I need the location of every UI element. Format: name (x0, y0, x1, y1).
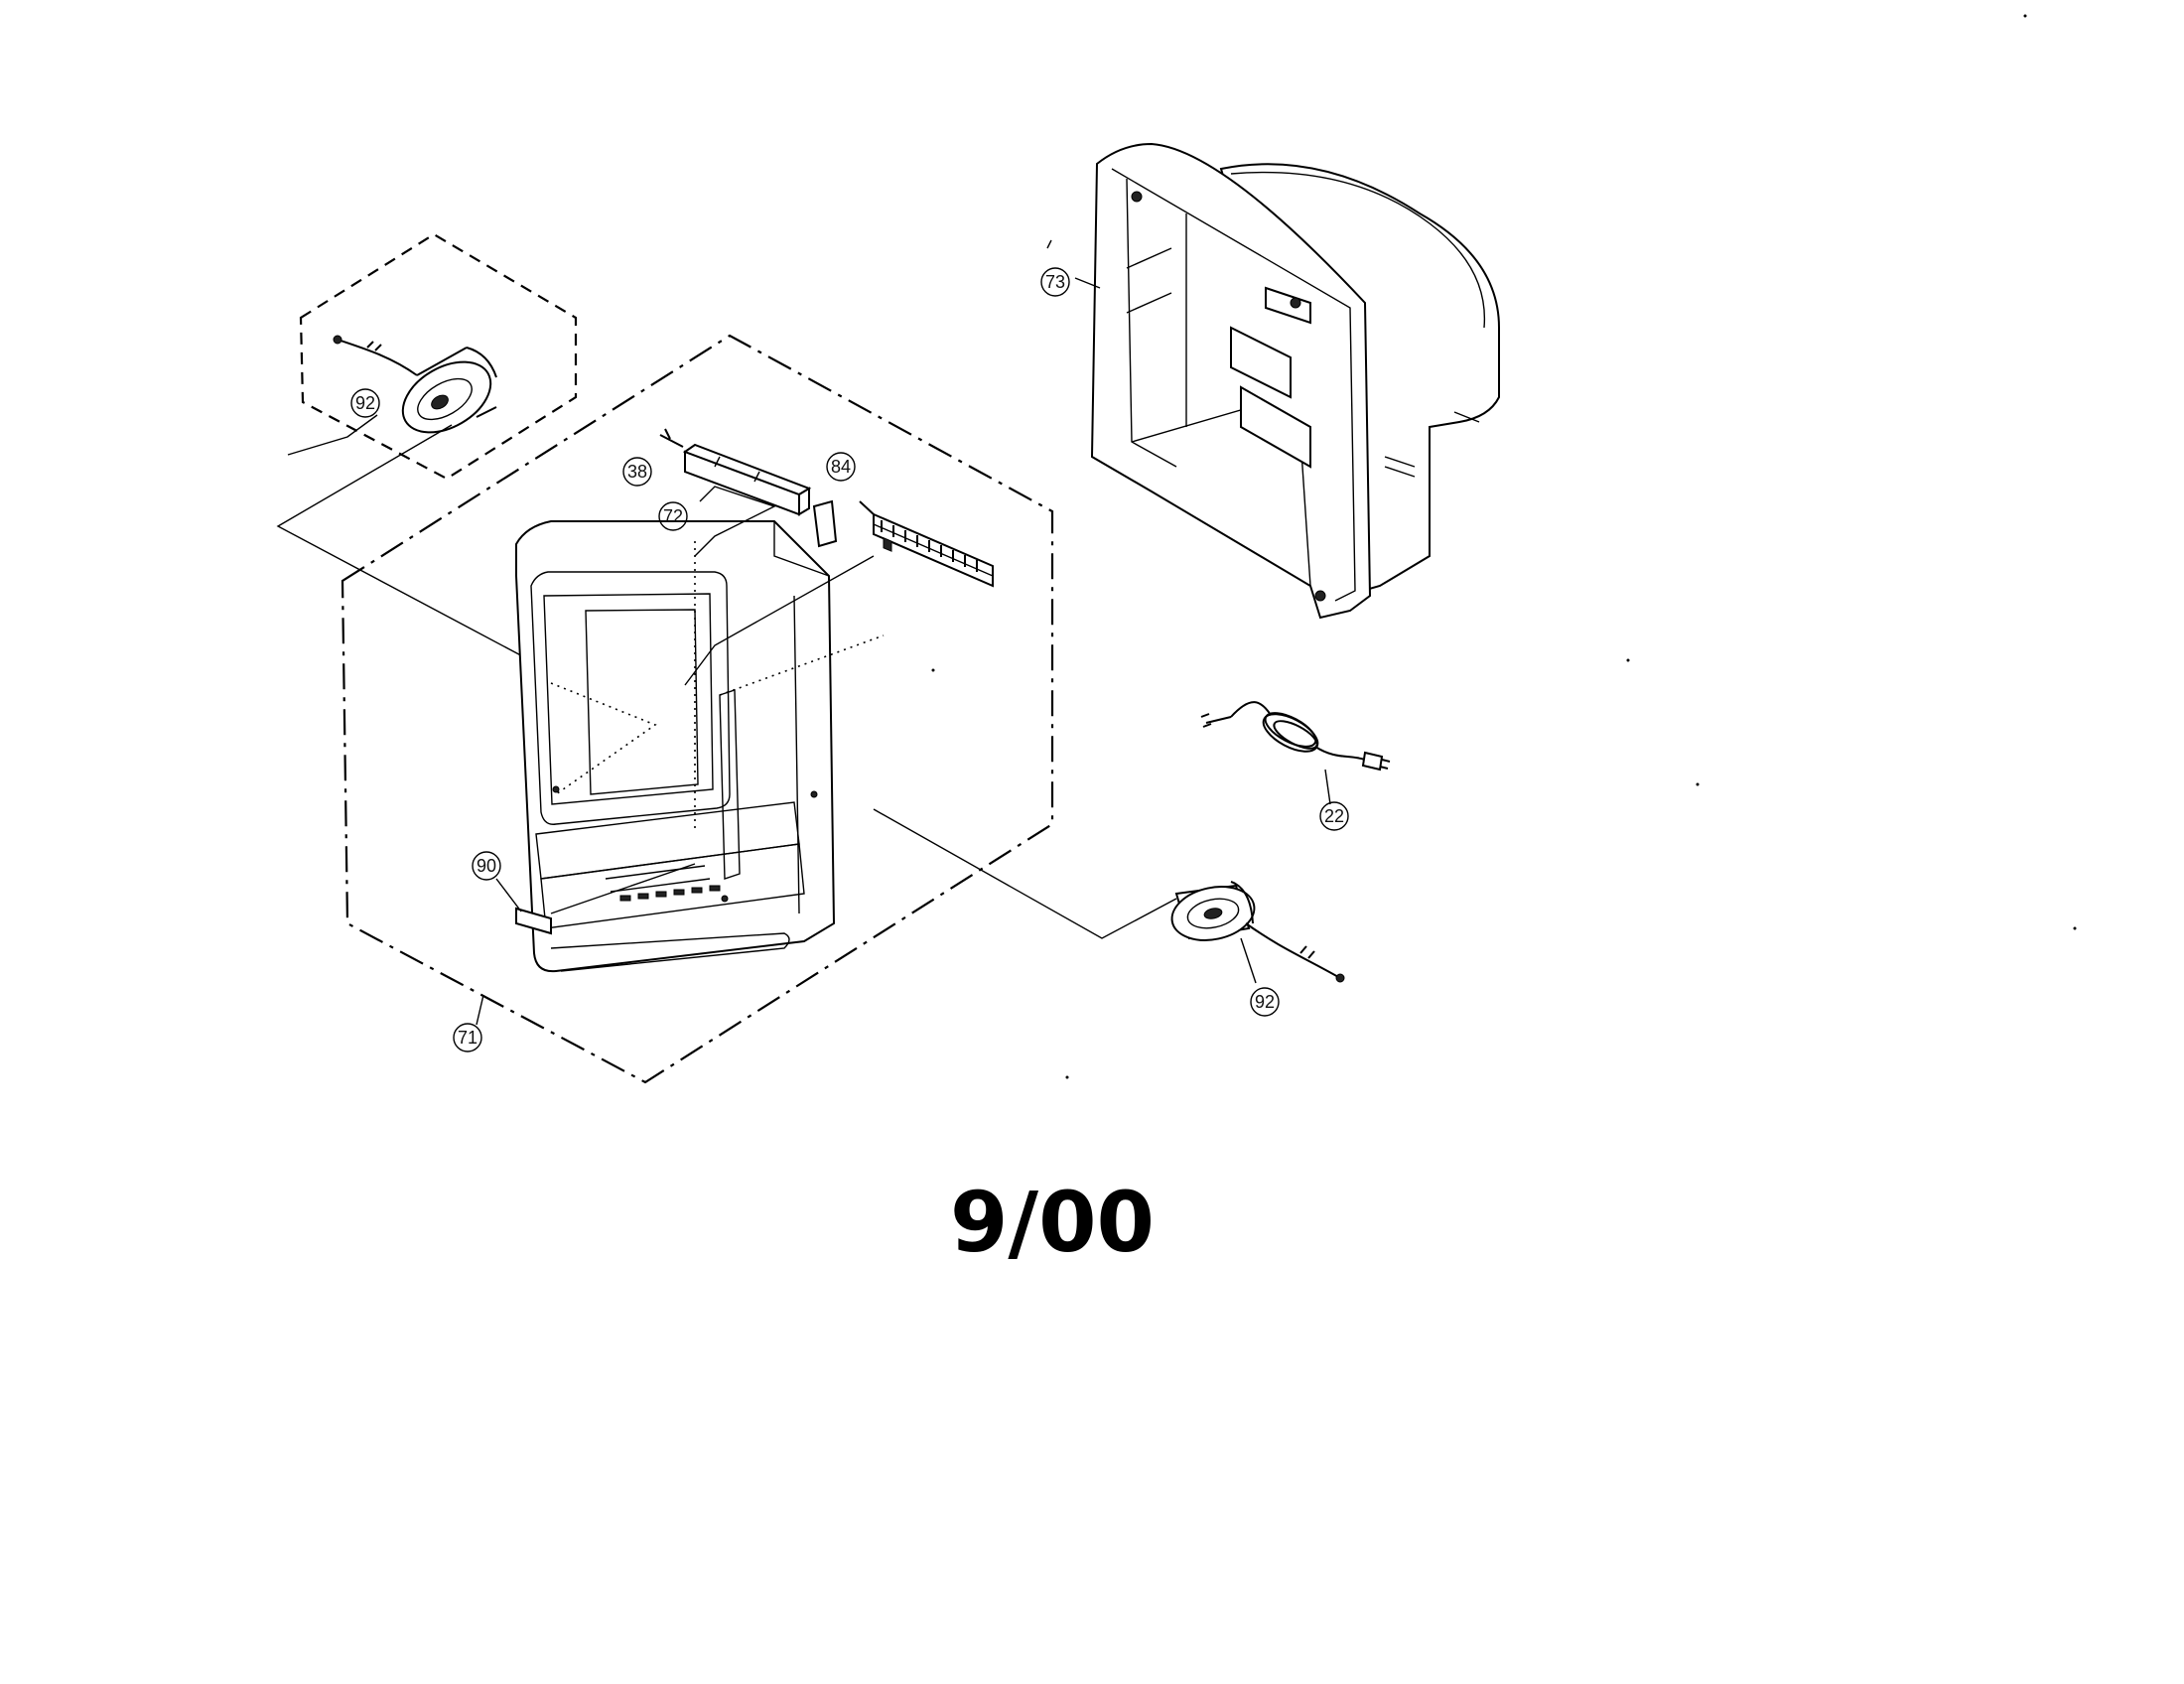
projection-dotted-line-3 (719, 634, 885, 696)
svg-text:73: 73 (1045, 272, 1065, 292)
revision-date: 9/00 (950, 1174, 1155, 1271)
scan-speck (2023, 14, 2027, 18)
svg-text:38: 38 (627, 462, 647, 482)
button-strip-assembly-line (684, 555, 875, 686)
callout-panel-screw: 38 (622, 457, 652, 487)
svg-text:92: 92 (1255, 992, 1275, 1012)
scan-speck (1696, 782, 1700, 786)
badge-assembly-line (550, 863, 696, 914)
scan-speck (1065, 1075, 1069, 1079)
button-strip-keys (883, 537, 892, 552)
callout-power-cord: 22 (1319, 801, 1349, 831)
left-speaker-icon (333, 335, 497, 434)
button-strip-icon (859, 500, 994, 588)
rear-cabinet (1090, 142, 1500, 620)
callout-rear-cabinet: 73 (1040, 267, 1070, 297)
svg-text:22: 22 (1324, 806, 1344, 826)
svg-text:71: 71 (458, 1028, 478, 1048)
callout-button-strip: 84 (826, 452, 856, 482)
front-cabinet-dashed-boundary (341, 334, 1054, 1084)
front-cabinet-leader (476, 994, 484, 1026)
front-button-row (619, 885, 721, 902)
badge-icon (515, 907, 552, 935)
scan-speck (2073, 926, 2077, 930)
rear-cabinet-leader (1074, 277, 1101, 289)
left-speaker-dashed-boundary (299, 232, 578, 481)
scan-speck (931, 668, 935, 672)
svg-text:84: 84 (831, 457, 851, 477)
panel-screw-icon (659, 428, 684, 448)
power-cord-icon (1200, 701, 1391, 772)
callout-speaker-right: 92 (1250, 987, 1280, 1017)
svg-text:90: 90 (477, 856, 496, 876)
callout-speaker-left: 92 (350, 388, 380, 418)
power-cord-leader (1324, 769, 1331, 805)
right-speaker-assembly-line (873, 808, 1177, 939)
callout-front-cabinet: 71 (453, 1023, 482, 1052)
left-speaker-leader-line (287, 414, 378, 456)
badge-leader (495, 878, 522, 912)
right-speaker-icon (1170, 881, 1345, 983)
projection-dotted-line-1 (550, 682, 657, 795)
scan-speck (1626, 658, 1630, 662)
callout-control-panel: 72 (658, 501, 688, 531)
svg-text:92: 92 (355, 393, 375, 413)
svg-text:72: 72 (663, 506, 683, 526)
right-speaker-leader (1240, 937, 1257, 984)
callout-badge: 90 (472, 851, 501, 881)
front-cabinet (515, 520, 836, 973)
control-panel-cover (682, 443, 838, 548)
left-speaker-group (287, 232, 578, 481)
control-panel-leader (694, 486, 776, 557)
